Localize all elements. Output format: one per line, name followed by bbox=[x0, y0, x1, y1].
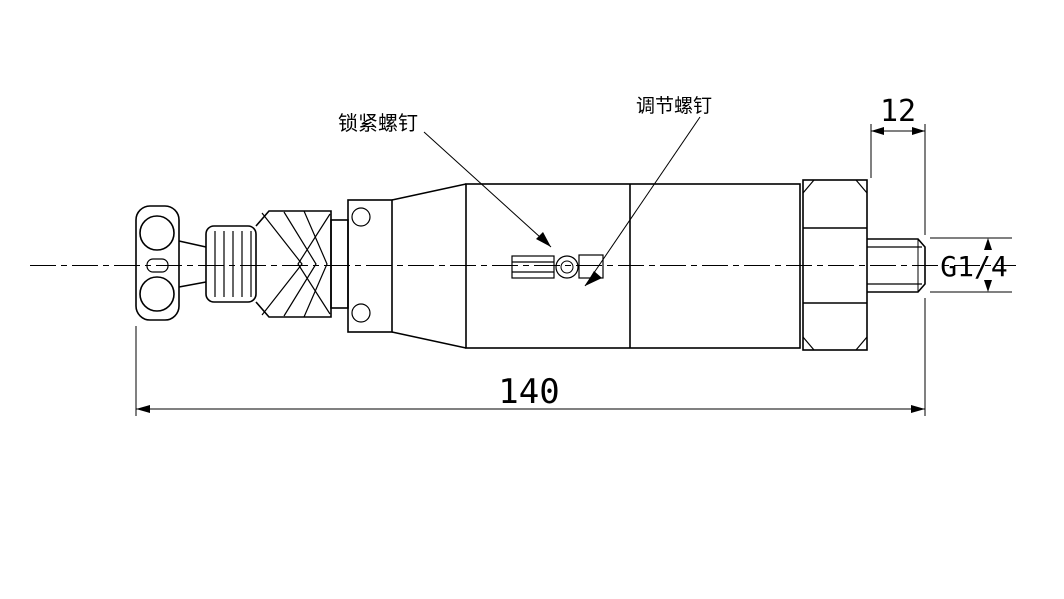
dim-thread-spec-text: G1/4 bbox=[940, 250, 1007, 283]
lock-screw-detail bbox=[511, 254, 604, 279]
handle-bottom-hole bbox=[139, 276, 175, 312]
handle bbox=[135, 205, 207, 321]
leader-lock-screw bbox=[423, 131, 552, 248]
taper-section bbox=[391, 183, 467, 349]
main-body bbox=[465, 183, 801, 349]
dim-stub-length: 12 bbox=[870, 94, 926, 235]
adjust-screw-block bbox=[578, 254, 604, 279]
dim-stub-length-text: 12 bbox=[880, 94, 916, 129]
thread-stub bbox=[867, 238, 926, 293]
spline-cone-grip bbox=[255, 210, 332, 318]
dim-thread-spec: G1/4 bbox=[930, 237, 1012, 293]
lock-screw-label: 锁紧螺钉 bbox=[338, 111, 418, 135]
dim-overall-length-text: 140 bbox=[498, 372, 559, 412]
leader-adjust-screw bbox=[584, 116, 701, 287]
flange-bottom-pin bbox=[351, 303, 371, 323]
leader-adjust-arrowhead bbox=[585, 271, 602, 286]
hex-nut bbox=[802, 179, 868, 351]
leader-lock-arrowhead bbox=[536, 232, 551, 247]
handle-top-hole bbox=[139, 215, 175, 251]
knurled-neck bbox=[205, 225, 257, 303]
step-ring bbox=[330, 219, 349, 309]
dim-overall-length: 140 bbox=[135, 298, 926, 416]
handle-slot bbox=[146, 258, 169, 273]
screw-head-circle bbox=[555, 255, 579, 279]
flange-top-pin bbox=[351, 207, 371, 227]
flange bbox=[347, 199, 393, 333]
adjust-screw-label: 调节螺钉 bbox=[636, 95, 712, 117]
